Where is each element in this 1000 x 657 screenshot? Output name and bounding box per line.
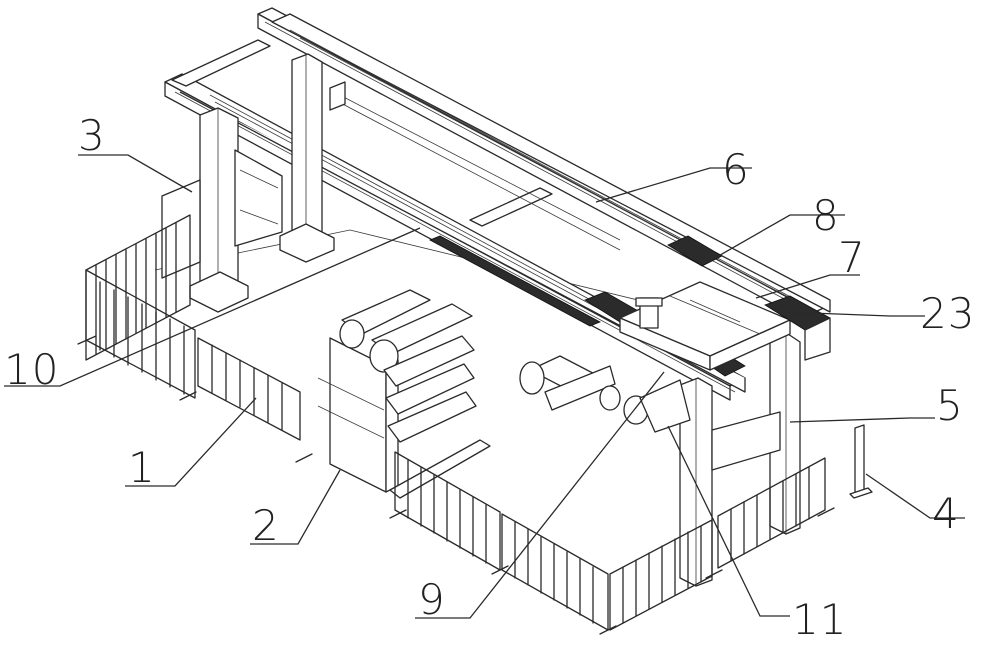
callout-5: 5 [936,381,964,430]
light-curtain-post [849,424,873,499]
safety-fence [77,214,835,635]
leader-23 [783,311,925,317]
callout-7: 7 [838,233,866,282]
leader-7 [755,274,860,299]
paper-rolls [339,289,477,443]
leader-8 [707,214,845,263]
callout-23: 23 [920,289,975,338]
callout-8: 8 [812,191,840,240]
callout-2: 2 [252,501,280,550]
callout-labels: 3 6 8 7 23 10 5 1 4 2 9 11 [4,111,975,644]
rear-gantry-beam [257,7,831,327]
left-front-column [189,107,249,313]
leader-lines [4,154,965,619]
callout-6: 6 [722,145,750,194]
callout-9: 9 [418,575,446,624]
callout-10: 10 [4,345,59,394]
leader-5 [789,417,935,423]
roll-rack [317,289,491,499]
gripper-assembly [519,355,691,433]
leader-6 [595,167,752,203]
callout-4: 4 [932,489,960,538]
left-rear-column [279,53,335,263]
leader-4 [865,473,965,519]
cross-beams [171,39,621,251]
callout-11: 11 [792,595,847,644]
leader-9 [415,371,665,619]
leader-2 [250,469,341,545]
callout-3: 3 [78,111,106,160]
leader-3 [78,154,193,193]
callout-1: 1 [128,443,156,492]
leader-1 [125,397,257,487]
side-panel [711,411,781,471]
leader-10 [4,227,421,387]
leader-11 [667,425,790,617]
